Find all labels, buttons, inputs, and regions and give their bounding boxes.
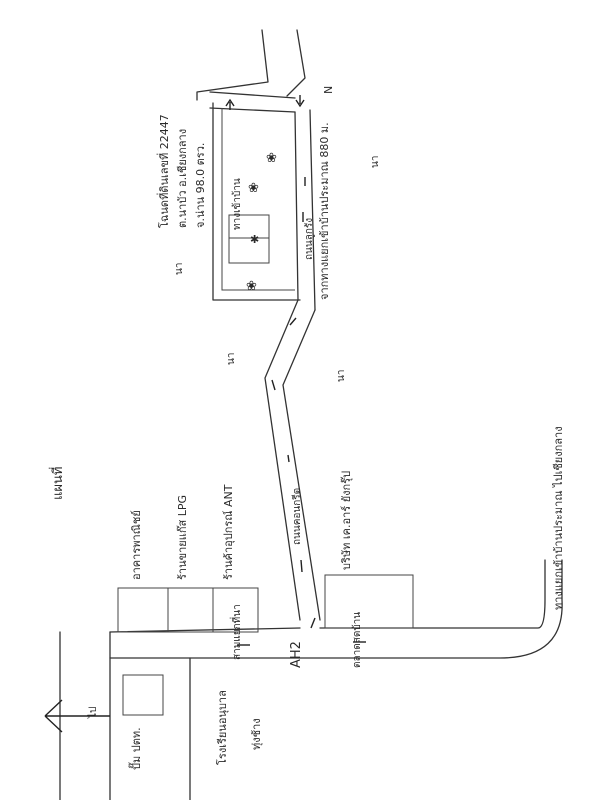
- rice-field-label: นา: [336, 370, 347, 382]
- company-label: บริษัท เค.อาร์ ยังกรุ๊ป: [340, 471, 353, 570]
- shop2-label: ร้านขายแก๊ส LPG: [176, 495, 189, 580]
- land-label-line3: จ.น่าน 98.0 ตรว.: [194, 143, 207, 228]
- land-plot: [228, 214, 270, 264]
- market-label: ตลาดสดบ้าน: [351, 612, 363, 668]
- rice-field-label: นา: [226, 353, 237, 365]
- tree-icon: ❀: [246, 279, 257, 294]
- direction-hint: ไป: [87, 707, 99, 719]
- north-label: N: [322, 86, 335, 94]
- top-road-right-edge: [286, 29, 306, 97]
- property-inner: [221, 108, 295, 291]
- bottom-left-label: ปั๊ม ปตท.: [128, 727, 143, 770]
- access-road-left: [294, 111, 299, 301]
- rice-field-label: นา: [174, 263, 185, 275]
- land-label-line1: โฉนดที่ดินเลขที่ 22447: [156, 114, 171, 228]
- main-road-top-edge: [109, 559, 546, 633]
- upper-road-bottom-edge: [209, 107, 296, 113]
- dirt-road-label: ถนนลูกรัง: [304, 218, 315, 260]
- arrow-icon: [287, 454, 290, 463]
- to-village-label: ทางแยกเข้าบ้านประมาณ ไปเชียงกลาง: [552, 426, 565, 610]
- tree-icon: ❀: [266, 151, 277, 166]
- arrow-left-icon: [44, 699, 110, 733]
- shop3-label: ร้านค้าอุปกรณ์ ANT: [222, 484, 235, 580]
- tree-icon: ❀: [248, 181, 259, 196]
- access-road-label: ทางเข้าบ้าน: [231, 178, 243, 230]
- main-road-label: AH2: [289, 641, 304, 668]
- map-title: แผนที่: [49, 467, 66, 500]
- land-label-line2: ต.นาบัว อ.เชียงกลาง: [176, 129, 189, 228]
- top-road-left-edge: [196, 29, 269, 101]
- corner-block: [122, 674, 164, 716]
- upper-road-top-edge: [209, 91, 296, 99]
- arrow-icon: [271, 379, 276, 391]
- shop-block: [117, 587, 259, 633]
- property-outline: [212, 102, 301, 301]
- main-road-bottom-edge: [109, 559, 563, 659]
- thung-chang-label: ทุ่งช้าง: [250, 718, 263, 750]
- rice-field-label: นา: [370, 156, 381, 168]
- school-label: โรงเรียนอนุบาล: [215, 690, 229, 765]
- distance-label: จากทางแยกเข้าบ้านประมาณ 880 ม.: [318, 122, 331, 300]
- concrete-road-label: ถนนคอนกรีต: [291, 488, 303, 545]
- intersection-label: สามแยกที่นา: [229, 604, 243, 660]
- plot-marker-icon: ✱: [250, 233, 259, 246]
- company-block: [324, 574, 414, 629]
- arrow-icon: [310, 617, 316, 629]
- diagonal-road-left: [264, 299, 301, 621]
- arrow-down-icon: [295, 95, 305, 108]
- shop1-label: อาคารพาณิชย์: [130, 510, 143, 580]
- arrow-icon: [289, 317, 297, 326]
- arrow-icon: [300, 559, 303, 573]
- diagonal-road-right: [282, 309, 321, 621]
- access-road-right: [309, 109, 316, 311]
- arrow-up-icon: [225, 98, 235, 110]
